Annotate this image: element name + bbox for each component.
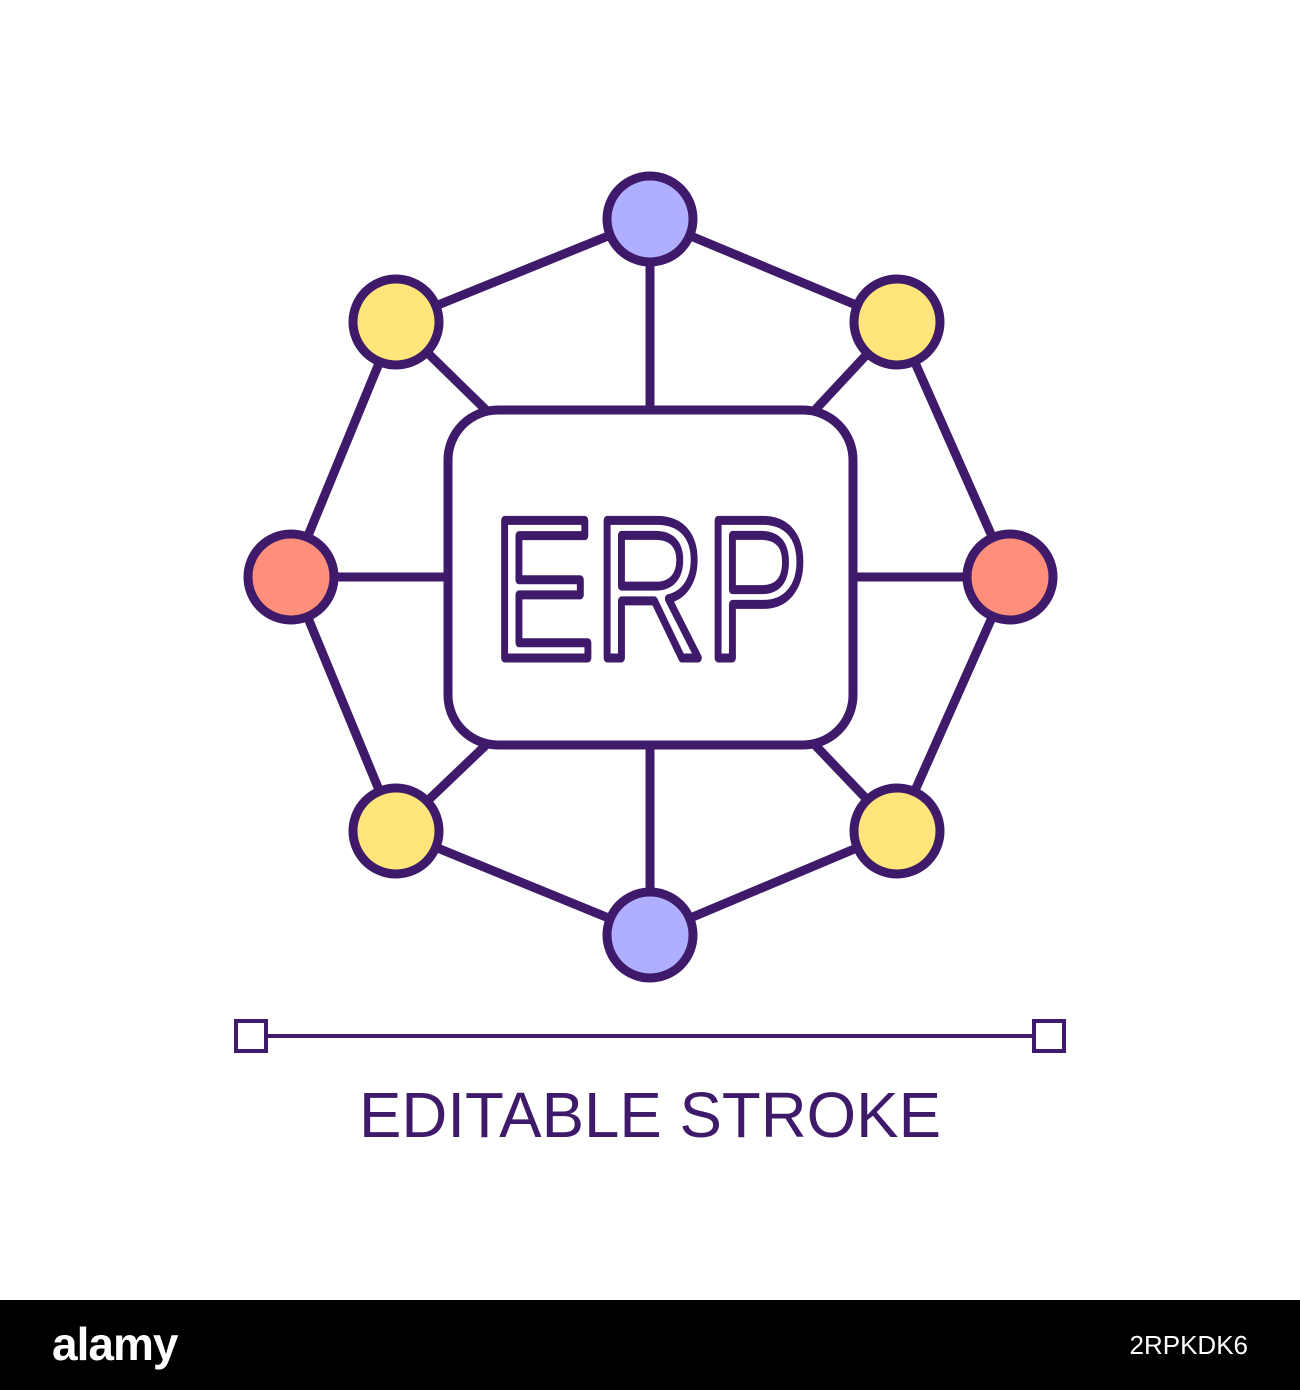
watermark-footer: alamy 2RPKDK6 [0,1300,1300,1390]
node-lower-right [849,783,945,879]
erp-box [443,405,858,750]
editable-stroke-caption: EDITABLE STROKE [359,1079,941,1151]
node-right [962,529,1058,625]
stroke-handle-right [1032,1019,1066,1053]
erp-network-icon: ERP EDITABLE STROKE [234,171,1066,1151]
brand-logo[interactable]: alamy [52,1318,178,1370]
erp-label: ERP [492,478,808,701]
node-upper-left [348,274,444,370]
stroke-handle-left [234,1019,268,1053]
image-id-label: 2RPKDK6 [1129,1330,1249,1360]
node-top [602,171,698,267]
node-lower-left [348,783,444,879]
node-bottom [602,887,698,983]
node-left [243,529,339,625]
node-upper-right [849,274,945,370]
